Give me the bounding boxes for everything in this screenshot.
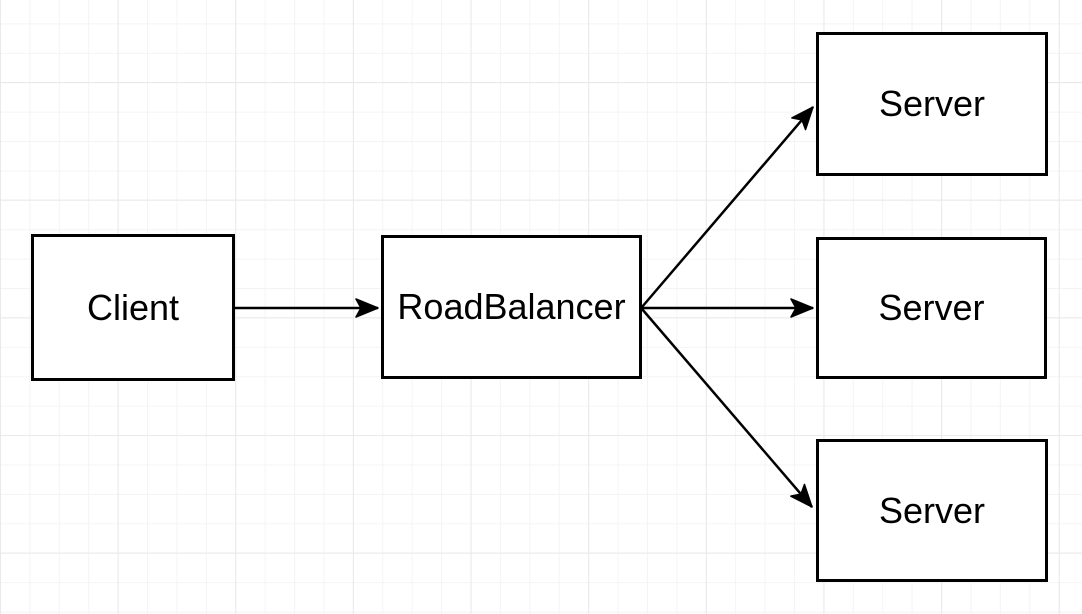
node-server-top-label: Server [878,83,986,125]
edge-roadbalancer-server-bottom[interactable] [641,308,813,508]
node-roadbalancer[interactable]: RoadBalancer [381,235,642,379]
edge-roadbalancer-server-top[interactable] [641,106,814,308]
node-server-bottom-label: Server [878,489,986,531]
node-client[interactable]: Client [31,234,235,381]
node-client-label: Client [86,286,180,328]
node-server-middle-label: Server [878,287,985,329]
node-server-bottom[interactable]: Server [816,439,1048,582]
node-server-middle[interactable]: Server [816,237,1047,379]
node-server-top[interactable]: Server [816,32,1048,176]
node-roadbalancer-label: RoadBalancer [397,286,626,328]
